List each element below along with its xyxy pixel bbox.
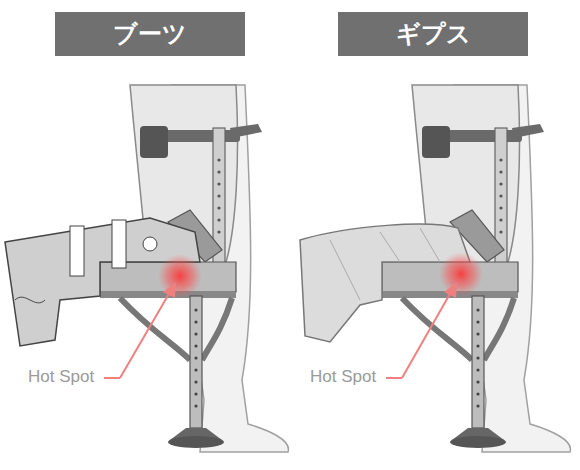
header-bar: ギプス [338, 12, 528, 56]
header-bar: ブーツ [55, 12, 245, 56]
header-text: ブーツ [113, 18, 187, 50]
callout-label: Hot Spot [28, 367, 94, 387]
callout-label: Hot Spot [310, 367, 376, 387]
header-text: ギプス [396, 18, 471, 50]
